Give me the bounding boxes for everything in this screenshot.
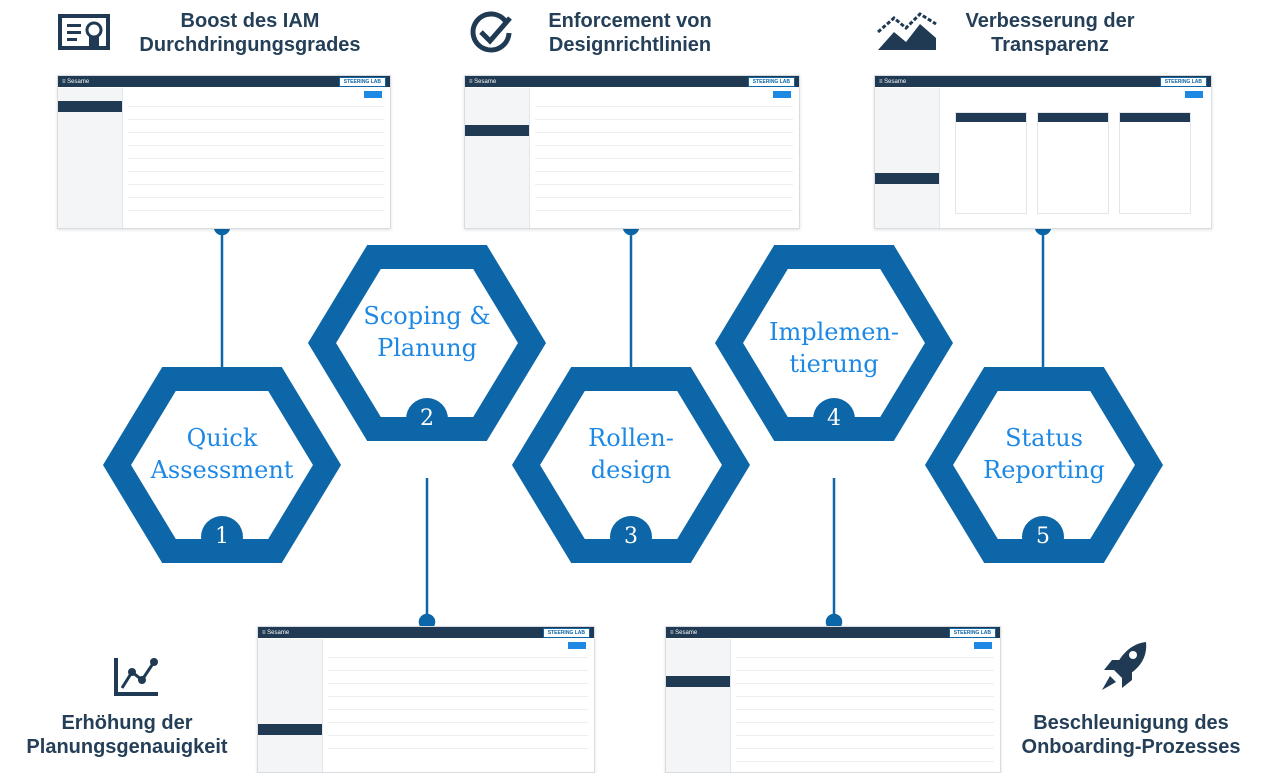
step-number-4: 4: [813, 398, 855, 440]
rocket-icon: [1102, 642, 1147, 690]
app-name: ≡ Sesame: [670, 629, 698, 636]
hexagon-2: [307, 245, 547, 441]
logo: STEERING LAB: [338, 76, 386, 87]
screenshot-design: ≡ Sesame STEERING LAB: [464, 75, 800, 229]
trend-chart-icon: [877, 12, 937, 50]
step-number-3: 3: [610, 516, 652, 558]
logo: STEERING LAB: [1159, 76, 1207, 87]
step-label-1: Quick Assessment: [150, 424, 294, 484]
hexagon-4: [714, 245, 954, 441]
step-label-4: Implemen- tierung: [768, 318, 899, 378]
benefit-transparency: Verbesserung der Transparenz: [965, 10, 1135, 56]
step-label-3: Rollen- design: [588, 424, 674, 484]
hexagon-5: [924, 367, 1164, 563]
logo: STEERING LAB: [747, 76, 795, 87]
step-label-2: Scoping & Planung: [363, 302, 491, 362]
app-name: ≡ Sesame: [262, 629, 290, 636]
step-label-5: Status Reporting: [983, 424, 1105, 484]
logo: STEERING LAB: [948, 627, 996, 638]
hexagon-1: [102, 367, 342, 563]
benefit-onboarding-speed: Beschleunigung des Onboarding-Prozesses: [1021, 712, 1241, 758]
screenshot-onboarding: ≡ Sesame STEERING LAB: [665, 626, 1001, 773]
step-number-5: 5: [1022, 516, 1064, 558]
benefit-planning-accuracy: Erhöhung der Planungsgenauigkeit: [26, 712, 228, 758]
logo: STEERING LAB: [542, 627, 590, 638]
app-name: ≡ Sesame: [469, 78, 497, 85]
screenshot-transparency: ≡ Sesame STEERING LAB: [874, 75, 1212, 229]
step-number-2: 2: [406, 398, 448, 440]
check-circle-icon: [470, 11, 512, 53]
step-number-1: 1: [201, 516, 243, 558]
screenshot-assessment: ≡ Sesame STEERING LAB: [57, 75, 391, 229]
benefit-design-guidelines: Enforcement von Designrichtlinien: [548, 10, 712, 56]
certificate-icon: [58, 14, 110, 50]
screenshot-planning: ≡ Sesame STEERING LAB: [257, 626, 595, 773]
app-name: ≡ Sesame: [879, 78, 907, 85]
app-name: ≡ Sesame: [62, 78, 90, 85]
line-graph-icon: [114, 658, 158, 696]
benefit-iam-penetration: Boost des IAM Durchdringungsgrades: [139, 10, 361, 56]
hexagon-3: [511, 367, 751, 563]
